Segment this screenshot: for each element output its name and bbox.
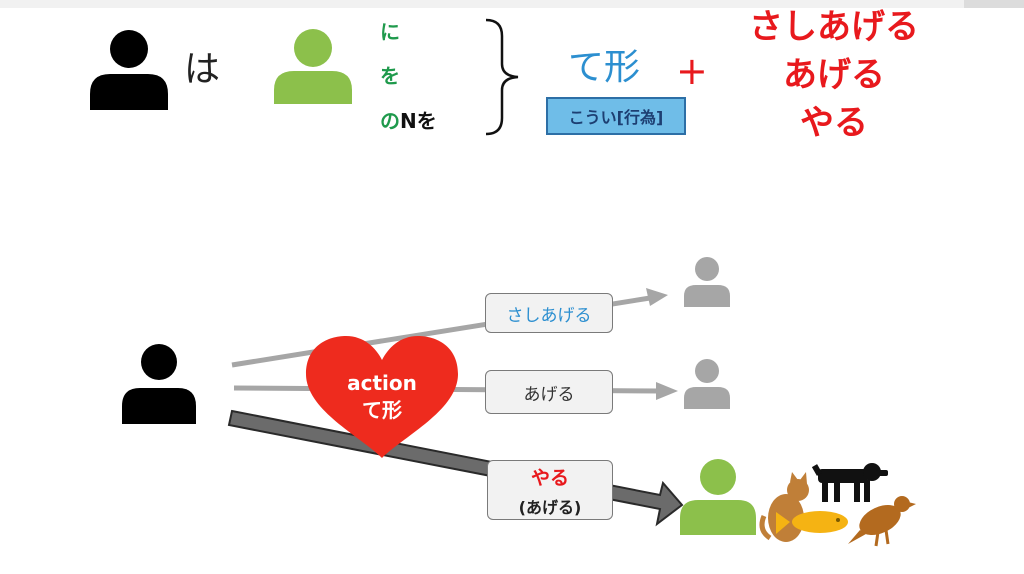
label-sashiageru-text: さしあげる xyxy=(506,305,592,326)
particle-ni: に xyxy=(380,20,400,44)
heart-label-te-form: て形 xyxy=(362,398,402,422)
bird-icon xyxy=(848,496,916,547)
receiver-inferior-person-icon xyxy=(680,459,756,535)
plus-sign: + xyxy=(676,49,708,93)
dog-icon xyxy=(811,463,888,502)
giver-person-icon-lower xyxy=(122,344,196,424)
particle-no-n-wo: のNを xyxy=(380,111,437,131)
verb-sashiageru: さしあげる xyxy=(749,7,919,47)
te-form: て形 xyxy=(568,47,641,88)
top-bar-edge xyxy=(964,0,1024,8)
receiver-equal-person-icon xyxy=(684,359,730,409)
heart-label-action: action xyxy=(347,371,417,395)
particle-no: の xyxy=(380,109,400,133)
top-bar xyxy=(0,0,1024,8)
label-yaru-sub: (あげる) xyxy=(518,497,582,517)
label-yaru-text: やる xyxy=(530,466,569,489)
arrow-ageru-head xyxy=(656,382,678,400)
topic-particle: は xyxy=(184,49,221,90)
label-yaru: やる (あげる) xyxy=(487,460,613,520)
koui-label: こうい[行為] xyxy=(568,108,664,127)
animals-icons xyxy=(759,463,916,547)
fish-icon xyxy=(776,511,848,534)
verb-ageru: あげる xyxy=(783,55,885,95)
receiver-superior-person-icon xyxy=(684,257,730,307)
cat-icon xyxy=(759,472,809,542)
receiver-person-icon xyxy=(274,29,352,104)
particle-wo: を xyxy=(380,64,400,88)
label-sashiageru: さしあげる xyxy=(485,293,613,333)
koui-box: こうい[行為] xyxy=(546,97,686,135)
arrow-sashiageru-head xyxy=(646,288,668,306)
giver-person-icon xyxy=(90,30,168,110)
heart-icon xyxy=(306,336,458,458)
arrow-yaru xyxy=(227,409,684,527)
verb-yaru: やる xyxy=(800,103,868,143)
noun-wo: Nを xyxy=(400,109,437,133)
curly-brace xyxy=(485,18,519,136)
label-ageru-text: あげる xyxy=(523,384,575,405)
label-ageru: あげる xyxy=(485,370,613,414)
